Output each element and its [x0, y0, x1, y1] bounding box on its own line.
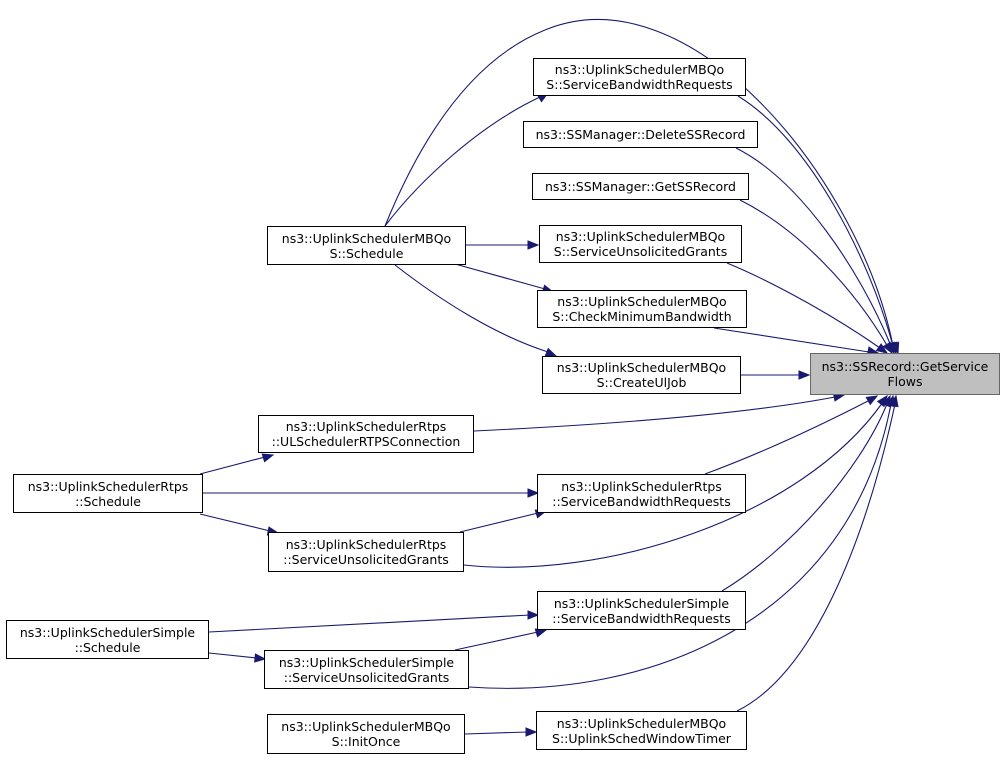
node-label: ::Schedule: [74, 639, 141, 655]
node-label: S::CreateUlJob: [596, 375, 687, 390]
arrowhead-rtps_sched-to-rtps_sbr: [527, 488, 540, 498]
target-label-line1: ns3::SSRecord::GetService: [821, 359, 989, 374]
node-label: ns3::UplinkSchedulerRtps: [285, 419, 447, 434]
call-edge-rtps_sbr-to-target: [704, 399, 871, 475]
node-label: ::ServiceBandwidthRequests: [552, 610, 731, 626]
arrowhead-simple_sched-to-simple_sbr: [527, 610, 540, 620]
arrowhead-mbqos_sched-to-mbqos_cuj: [544, 347, 558, 357]
arrowhead-ssm_get-to-target: [882, 341, 893, 355]
arrowhead-simple_sched-to-simple_sug: [254, 653, 267, 663]
node-rtps-service-bandwidth-requests[interactable]: ns3::UplinkSchedulerRtps ::ServiceBandwi…: [537, 474, 746, 513]
node-simple-service-unsolicited-grants[interactable]: ns3::UplinkSchedulerSimple ::ServiceUnso…: [264, 650, 469, 689]
node-label: ns3::UplinkSchedulerMBQo: [556, 715, 727, 731]
arrowhead-mbqos_uswt-to-target: [889, 394, 899, 408]
node-label: ns3::UplinkSchedulerMBQo: [557, 294, 727, 309]
call-edge-simple_sbr-to-target: [721, 403, 888, 592]
node-label: ns3::UplinkSchedulerSimple: [19, 624, 196, 640]
call-edge-simple_sched-to-simple_sug: [208, 652, 258, 659]
node-simple-schedule[interactable]: ns3::UplinkSchedulerSimple ::Schedule: [6, 620, 209, 659]
node-label: S::UplinkSchedWindowTimer: [552, 730, 731, 746]
node-mbqos-service-unsolicited-grants[interactable]: ns3::UplinkSchedulerMBQo S::ServiceUnsol…: [539, 225, 742, 263]
target-label-line2: Flows: [887, 374, 923, 389]
call-edge-mbqos_uswt-to-target: [736, 403, 896, 712]
call-edge-rtps_sched-to-rtps_ulc: [199, 456, 266, 475]
node-label: ::ServiceUnsolicitedGrants: [283, 552, 449, 567]
node-label: S::ServiceUnsolicitedGrants: [553, 244, 728, 259]
call-edge-rtps_sug-to-rtps_sbr: [459, 512, 539, 533]
target-node-ssrecord-getserviceflows: ns3::SSRecord::GetService Flows: [810, 353, 1000, 395]
call-edge-rtps_sug-to-target: [463, 401, 884, 568]
node-ssmanager-deletessrecord[interactable]: ns3::SSManager::DeleteSSRecord: [523, 121, 758, 148]
arrowhead-rtps_sbr-to-target: [865, 395, 879, 406]
node-label: ns3::SSManager::DeleteSSRecord: [535, 127, 746, 142]
node-label: S::CheckMinimumBandwidth: [552, 309, 732, 324]
node-label: S::Schedule: [329, 245, 404, 261]
node-mbqos-check-minimum-bandwidth[interactable]: ns3::UplinkSchedulerMBQo S::CheckMinimum…: [537, 290, 747, 328]
arrowhead-simple_sug-to-simple_sbr: [534, 628, 548, 638]
node-ssmanager-getssrecord[interactable]: ns3::SSManager::GetSSRecord: [532, 173, 749, 200]
arrowhead-mbqos_cuj-to-target: [798, 370, 811, 380]
node-label: ::ULSchedulerRTPSConnection: [271, 434, 461, 449]
node-label: ns3::UplinkSchedulerRtps: [285, 537, 447, 552]
arrowhead-rtps_sched-to-rtps_ulc: [261, 453, 275, 463]
call-edge-simple_sug-to-target: [468, 403, 892, 689]
arrowhead-mbqos_sug-to-target: [875, 343, 889, 354]
call-edge-simple_sug-to-simple_sbr: [454, 631, 539, 651]
node-mbqos-schedule[interactable]: ns3::UplinkSchedulerMBQo S::Schedule: [267, 226, 466, 265]
call-edge-mbqos_cmb-to-target: [713, 327, 870, 353]
call-edge-ssm_get-to-target: [739, 199, 889, 348]
call-edge-rtps_ulc-to-target: [473, 396, 836, 432]
node-label: ::ServiceUnsolicitedGrants: [283, 669, 450, 685]
arrowhead-mbqos_sched-to-mbqos_sug: [527, 240, 540, 250]
call-edge-mbqos_sched-to-mbqos_sbr: [384, 96, 541, 227]
node-label: ns3::UplinkSchedulerRtps: [561, 478, 722, 494]
node-mbqos-init-once[interactable]: ns3::UplinkSchedulerMBQo S::InitOnce: [267, 714, 465, 754]
node-label: ns3::UplinkSchedulerSimple: [278, 654, 455, 670]
call-edge-mbqos_sbr-to-target: [737, 95, 894, 347]
node-rtps-service-unsolicited-grants[interactable]: ns3::UplinkSchedulerRtps ::ServiceUnsoli…: [268, 532, 464, 572]
node-label: ns3::UplinkSchedulerMBQo: [281, 230, 452, 246]
node-label: ::ServiceBandwidthRequests: [552, 493, 731, 509]
node-mbqos-create-ul-job[interactable]: ns3::UplinkSchedulerMBQo S::CreateUlJob: [542, 356, 741, 394]
node-label: ns3::SSManager::GetSSRecord: [544, 179, 736, 194]
node-label: ::Schedule: [75, 493, 141, 509]
node-rtps-ulscheduler-rtps-connection[interactable]: ns3::UplinkSchedulerRtps ::ULSchedulerRT…: [258, 415, 474, 453]
call-edge-mbqos_sched-to-target: [384, 18, 894, 347]
node-label: ns3::UplinkSchedulerMBQo: [556, 360, 727, 375]
node-label: ns3::UplinkSchedulerMBQo: [281, 719, 451, 734]
node-label: S::InitOnce: [331, 734, 401, 749]
node-label: ns3::UplinkSchedulerSimple: [553, 595, 730, 611]
arrowhead-mbqos_init-to-mbqos_uswt: [525, 727, 538, 737]
call-edge-mbqos_sched-to-mbqos_cmb: [454, 263, 546, 290]
call-edge-rtps_sched-to-rtps_sug: [199, 513, 271, 532]
node-label: S::ServiceBandwidthRequests: [546, 77, 733, 92]
call-edge-mbqos_sug-to-target: [726, 262, 881, 349]
node-mbqos-uplink-sched-window-timer[interactable]: ns3::UplinkSchedulerMBQo S::UplinkSchedW…: [536, 711, 747, 750]
call-edge-mbqos_sched-to-mbqos_cuj: [394, 264, 549, 353]
node-label: ns3::UplinkSchedulerMBQo: [554, 62, 725, 77]
node-rtps-schedule[interactable]: ns3::UplinkSchedulerRtps ::Schedule: [13, 474, 203, 513]
node-mbqos-service-bandwidth-requests[interactable]: ns3::UplinkSchedulerMBQo S::ServiceBandw…: [533, 58, 746, 96]
node-simple-service-bandwidth-requests[interactable]: ns3::UplinkSchedulerSimple ::ServiceBand…: [537, 591, 746, 630]
node-label: ns3::UplinkSchedulerRtps: [27, 478, 189, 494]
call-edge-simple_sched-to-simple_sbr: [208, 614, 531, 633]
node-label: ns3::UplinkSchedulerMBQo: [555, 229, 726, 244]
call-edge-mbqos_init-to-mbqos_uswt: [464, 731, 529, 735]
call-edge-ssm_delete-to-target: [735, 147, 892, 347]
